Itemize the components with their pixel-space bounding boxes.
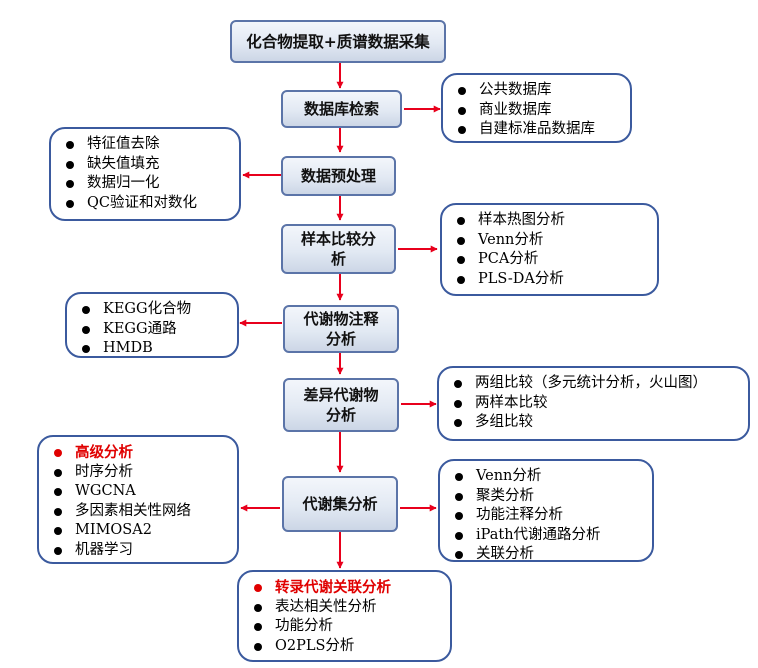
- bullet-icon: [54, 507, 62, 516]
- bullet-icon: [66, 141, 74, 149]
- list-item: 功能分析: [251, 617, 440, 637]
- list-item: 特征值去除: [63, 135, 229, 155]
- list-item: 缺失值填充: [63, 155, 229, 175]
- step-extraction-label: 化合物提取+质谱数据采集: [246, 32, 430, 51]
- list-item: 机器学习: [51, 541, 227, 561]
- list-item: O2PLS分析: [251, 637, 440, 657]
- step-sample-compare: 样本比较分 析: [281, 224, 396, 274]
- bullet-icon: [455, 473, 463, 481]
- list-item: PCA分析: [454, 250, 647, 270]
- bullet-icon: [455, 492, 463, 501]
- step-preprocessing: 数据预处理: [281, 156, 396, 196]
- step-database-search-label: 数据库检索: [303, 100, 379, 118]
- bullet-icon: [82, 306, 90, 314]
- box-metabolite-set: Venn分析 聚类分析 功能注释分析 iPath代谢通路分析 关联分析: [438, 459, 654, 562]
- list-item: 商业数据库: [455, 101, 620, 121]
- bullet-icon: [254, 642, 262, 651]
- bullet-icon: [66, 160, 74, 169]
- list-item: 两组比较（多元统计分析，火山图）: [451, 374, 738, 394]
- box-preprocessing: 特征值去除 缺失值填充 数据归一化 QC验证和对数化: [49, 127, 241, 221]
- step-annotation-label: 代谢物注释 分析: [303, 310, 379, 348]
- list-item: 数据归一化: [63, 174, 229, 194]
- list-item: WGCNA: [51, 482, 227, 502]
- bullet-icon: [82, 345, 90, 353]
- list-item: PLS-DA分析: [454, 270, 647, 290]
- bullet-icon: [457, 256, 465, 264]
- list-item-highlight: 高级分析: [51, 443, 227, 463]
- box-sample-compare: 样本热图分析 Venn分析 PCA分析 PLS-DA分析: [440, 203, 659, 296]
- bullet-icon: [54, 468, 62, 477]
- bullet-icon: [455, 512, 463, 520]
- list-item: KEGG通路: [79, 320, 227, 340]
- step-differential: 差异代谢物 分析: [283, 378, 399, 432]
- box-annotation: KEGG化合物 KEGG通路 HMDB: [65, 292, 239, 358]
- step-metabolite-set-label: 代谢集分析: [302, 495, 378, 513]
- bullet-icon: [457, 275, 465, 284]
- box-transcript: 转录代谢关联分析 表达相关性分析 功能分析 O2PLS分析: [237, 570, 452, 662]
- step-annotation: 代谢物注释 分析: [283, 305, 399, 353]
- list-item: 聚类分析: [452, 487, 642, 507]
- list-item: 样本热图分析: [454, 211, 647, 231]
- list-item: QC验证和对数化: [63, 194, 229, 214]
- bullet-icon: [54, 488, 62, 496]
- list-item: 表达相关性分析: [251, 598, 440, 618]
- list-item: 公共数据库: [455, 81, 620, 101]
- list-item: 多组比较: [451, 413, 738, 433]
- bullet-icon: [458, 126, 466, 134]
- list-item: Venn分析: [452, 467, 642, 487]
- bullet-icon: [254, 603, 262, 612]
- step-metabolite-set: 代谢集分析: [282, 476, 398, 532]
- step-differential-label: 差异代谢物 分析: [303, 386, 379, 424]
- bullet-icon: [66, 180, 74, 188]
- list-item-highlight: 转录代谢关联分析: [251, 578, 440, 598]
- bullet-icon: [457, 236, 465, 245]
- bullet-icon: [454, 419, 462, 427]
- bullet-icon: [82, 325, 90, 334]
- bullet-icon: [458, 87, 466, 95]
- box-databases: 公共数据库 商业数据库 自建标准品数据库: [441, 73, 632, 143]
- list-item: 自建标准品数据库: [455, 120, 620, 140]
- bullet-icon: [457, 217, 465, 225]
- box-advanced: 高级分析 时序分析 WGCNA 多因素相关性网络 MIMOSA2 机器学习: [37, 435, 239, 564]
- list-item: MIMOSA2: [51, 521, 227, 541]
- step-preprocessing-label: 数据预处理: [300, 167, 376, 185]
- bullet-icon: [458, 106, 466, 115]
- box-differential: 两组比较（多元统计分析，火山图） 两样本比较 多组比较: [437, 366, 750, 441]
- list-item: 多因素相关性网络: [51, 502, 227, 522]
- step-sample-compare-label: 样本比较分 析: [300, 230, 376, 268]
- list-item: 两样本比较: [451, 394, 738, 414]
- list-item: KEGG化合物: [79, 300, 227, 320]
- list-item: HMDB: [79, 339, 227, 359]
- bullet-icon: [454, 399, 462, 408]
- bullet-icon: [254, 584, 262, 592]
- step-database-search: 数据库检索: [281, 90, 402, 128]
- list-item: 功能注释分析: [452, 506, 642, 526]
- bullet-icon: [254, 623, 262, 631]
- list-item: iPath代谢通路分析: [452, 526, 642, 546]
- bullet-icon: [54, 449, 62, 457]
- list-item: 时序分析: [51, 463, 227, 483]
- bullet-icon: [454, 380, 462, 388]
- list-item: Venn分析: [454, 231, 647, 251]
- bullet-icon: [455, 551, 463, 559]
- bullet-icon: [455, 531, 463, 540]
- bullet-icon: [54, 527, 62, 535]
- bullet-icon: [66, 199, 74, 208]
- step-extraction: 化合物提取+质谱数据采集: [230, 20, 446, 63]
- bullet-icon: [54, 546, 62, 555]
- list-item: 关联分析: [452, 545, 642, 565]
